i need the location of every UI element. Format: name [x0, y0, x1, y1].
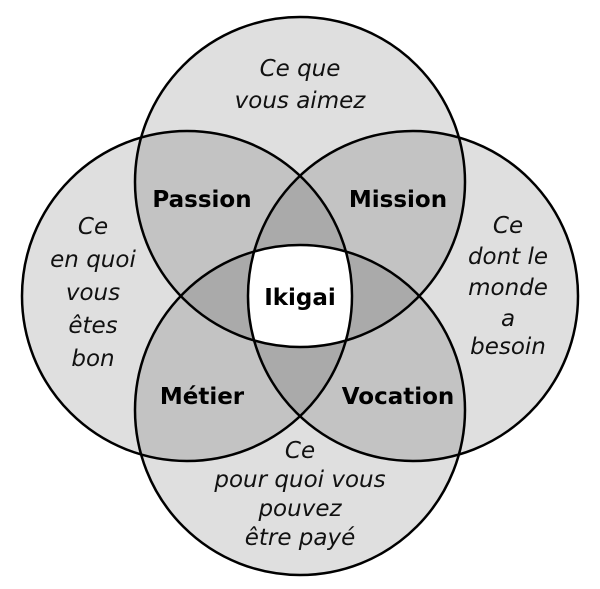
left-label-line: Ce — [78, 214, 108, 240]
circle-right — [246, 129, 580, 463]
left-label-line: bon — [71, 346, 114, 372]
circle-bottom-fill — [135, 245, 465, 575]
circle-bottom — [133, 243, 467, 577]
right-label-line: a — [501, 306, 515, 332]
top-label-line: vous aimez — [235, 88, 367, 114]
overlap-ikigai: Ikigai — [264, 285, 336, 311]
left-label-line: êtes — [68, 313, 117, 339]
bottom-label-line: pour quoi vous — [213, 467, 385, 493]
overlap-mission: Mission — [349, 187, 447, 213]
overlap-metier: Métier — [160, 384, 245, 410]
circle-top — [133, 15, 467, 349]
left-label-line: vous — [66, 280, 120, 306]
right-label-line: monde — [468, 275, 548, 301]
right-label-line: Ce — [493, 213, 523, 239]
circle-left — [20, 129, 354, 463]
bottom-label-line: être payé — [245, 525, 356, 551]
bottom-label-line: Ce — [285, 438, 315, 464]
overlap-vocation: Vocation — [342, 384, 455, 410]
right-label-line: besoin — [470, 334, 546, 360]
overlap-passion: Passion — [152, 187, 251, 213]
left-label-line: en quoi — [50, 247, 136, 273]
circle-top-fill — [135, 17, 465, 347]
bottom-label-line: pouvez — [257, 496, 342, 522]
top-label-line: Ce que — [260, 56, 341, 82]
right-label-line: dont le — [468, 244, 548, 270]
